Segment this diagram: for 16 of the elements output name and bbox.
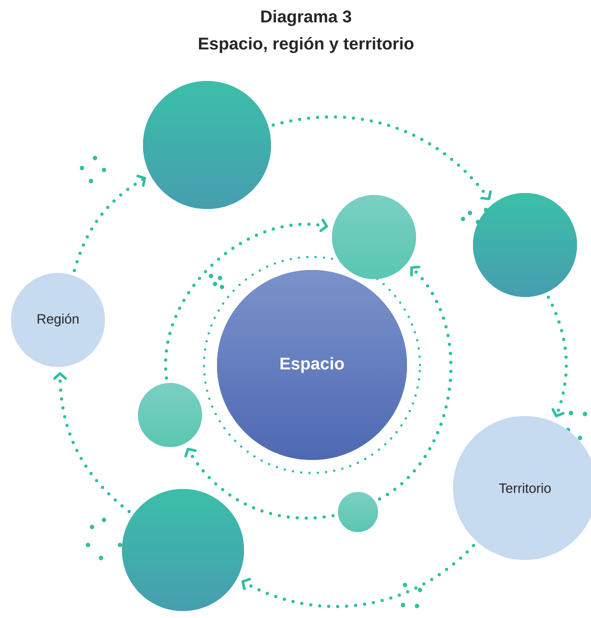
arrow bbox=[546, 296, 568, 418]
arrow bbox=[378, 266, 453, 501]
circle bbox=[473, 193, 577, 297]
arrow bbox=[53, 372, 131, 514]
circle bbox=[338, 492, 378, 532]
circle bbox=[332, 195, 416, 279]
heading: Diagrama 3 bbox=[261, 10, 352, 26]
circle bbox=[122, 489, 244, 611]
arrow bbox=[164, 218, 328, 380]
arrow bbox=[272, 115, 492, 200]
heading: Espacio, región y territorio bbox=[198, 36, 414, 54]
circle bbox=[138, 383, 202, 447]
arrow bbox=[184, 448, 335, 520]
arrow bbox=[72, 174, 146, 272]
circle bbox=[143, 81, 271, 209]
arrow bbox=[241, 544, 476, 608]
